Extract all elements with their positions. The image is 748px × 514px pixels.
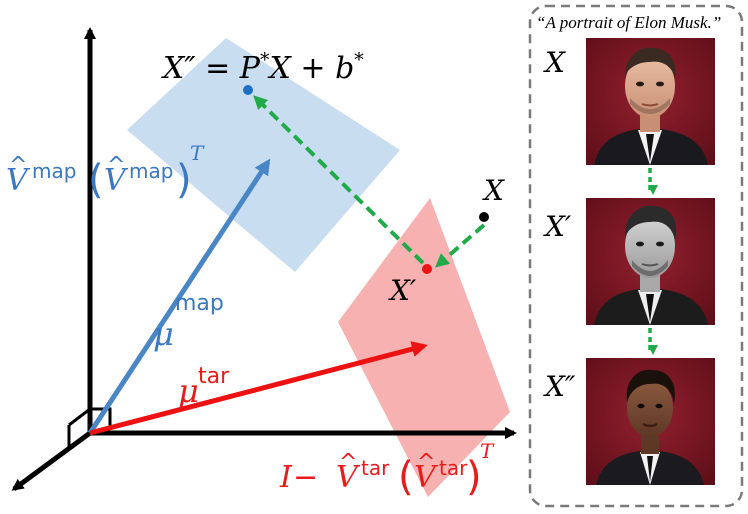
portrait-woman-result — [586, 358, 715, 485]
svg-text:μ: μ — [153, 315, 174, 353]
projection-to-map-arrow — [253, 95, 425, 265]
mu-map-label: μ map — [153, 291, 224, 353]
svg-text:tar: tar — [198, 364, 230, 389]
map-subspace-plane — [127, 38, 400, 272]
svg-text:map: map — [175, 291, 224, 316]
axis-corner-box — [67, 425, 91, 451]
svg-text:^: ^ — [9, 153, 27, 178]
target-projection-label: I − V ^ tar ( V ^ tar ) T — [279, 439, 495, 500]
svg-text:V: V — [6, 163, 31, 198]
row1-label: X — [543, 46, 566, 79]
row2-label: X′ — [543, 210, 572, 243]
point-x-prime — [422, 264, 432, 274]
coordinate-axes — [11, 27, 517, 492]
map-projection-label: V ^ map ( V ^ map ) T — [6, 141, 205, 203]
svg-text:tar: tar — [439, 456, 468, 480]
axis-corner-box-top — [68, 407, 112, 430]
svg-text:tar: tar — [361, 456, 390, 480]
projection-to-target-arrow — [434, 223, 486, 268]
svg-text:(: ( — [398, 454, 414, 500]
svg-text:V: V — [104, 163, 129, 198]
svg-text:V: V — [414, 460, 439, 495]
svg-text:): ) — [466, 454, 482, 500]
panel-caption: “A portrait of Elon Musk.” — [536, 13, 721, 32]
svg-text:I: I — [279, 460, 293, 495]
svg-text:(: ( — [88, 157, 104, 203]
portrait-panel: “A portrait of Elon Musk.” X X′ — [528, 4, 744, 508]
row3-label: X″ — [543, 370, 576, 403]
portrait-man-edited — [586, 198, 715, 325]
mu-map-vector — [87, 158, 271, 435]
svg-text:−: − — [293, 460, 318, 495]
svg-text:^: ^ — [339, 450, 357, 475]
point-x-prime-label: X′ — [388, 274, 417, 307]
svg-text:): ) — [176, 157, 192, 203]
svg-text:^: ^ — [107, 153, 125, 178]
portrait-panel-border — [528, 4, 744, 508]
svg-text:map: map — [32, 159, 76, 183]
svg-text:V: V — [336, 460, 361, 495]
point-x-label: X — [482, 174, 505, 207]
point-x — [479, 212, 489, 222]
mu-tar-vector — [89, 341, 428, 436]
svg-text:T: T — [480, 439, 495, 463]
portrait-man-original — [586, 38, 715, 165]
svg-text:map: map — [129, 159, 173, 183]
point-x-double-prime — [243, 85, 253, 95]
mu-tar-label: μ tar — [178, 364, 230, 410]
svg-text:T: T — [190, 141, 205, 165]
svg-text:^: ^ — [417, 450, 435, 475]
projection-equation: X″ = P*X + b* — [161, 49, 364, 86]
svg-text:μ: μ — [178, 372, 199, 410]
